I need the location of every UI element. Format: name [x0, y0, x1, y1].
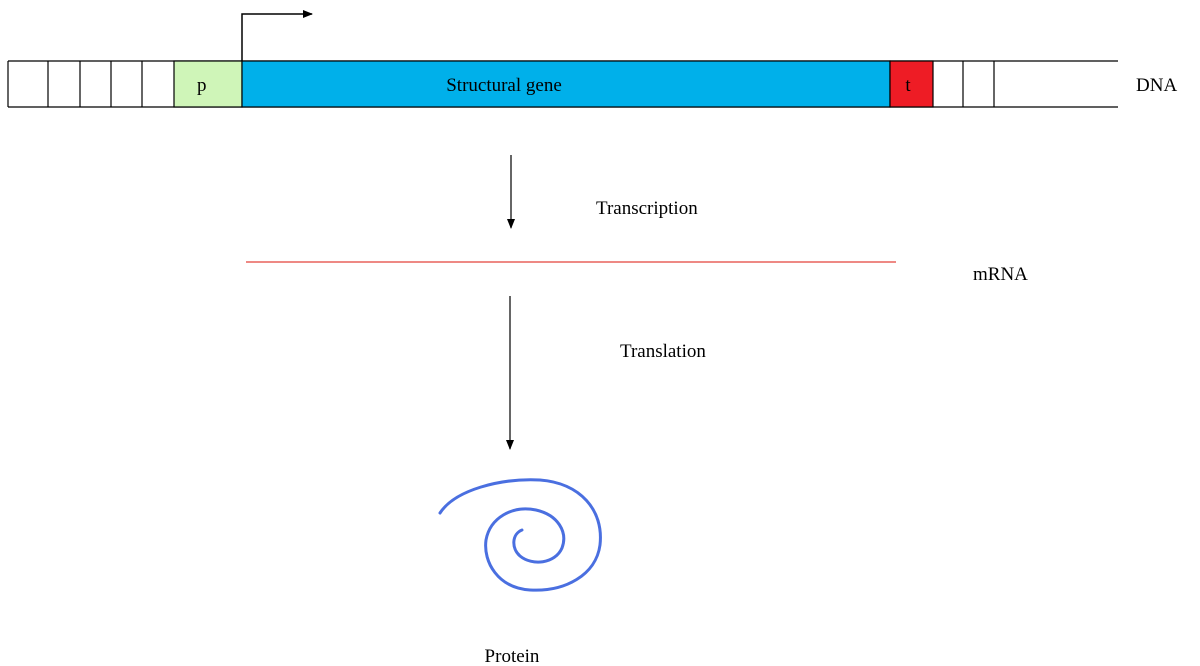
protein-coil-icon: [438, 478, 602, 592]
transcription-start-arrow: [241, 10, 313, 61]
dna-right-segments: [962, 61, 995, 107]
promoter-segment: [173, 60, 243, 108]
mrna-label: mRNA: [973, 264, 1028, 285]
terminator-label: t: [905, 75, 911, 96]
transcription-label: Transcription: [596, 198, 698, 219]
promoter-label: p: [197, 75, 207, 96]
structural-gene-segment: [241, 60, 891, 108]
dna-label: DNA: [1136, 75, 1177, 96]
structural-gene-label: Structural gene: [446, 75, 562, 96]
dna-strand: p Structural gene t: [7, 60, 1118, 108]
terminator-segment: [889, 60, 934, 108]
protein-label: Protein: [485, 646, 540, 666]
translation-label: Translation: [620, 341, 706, 362]
dna-left-segments: [7, 61, 143, 107]
